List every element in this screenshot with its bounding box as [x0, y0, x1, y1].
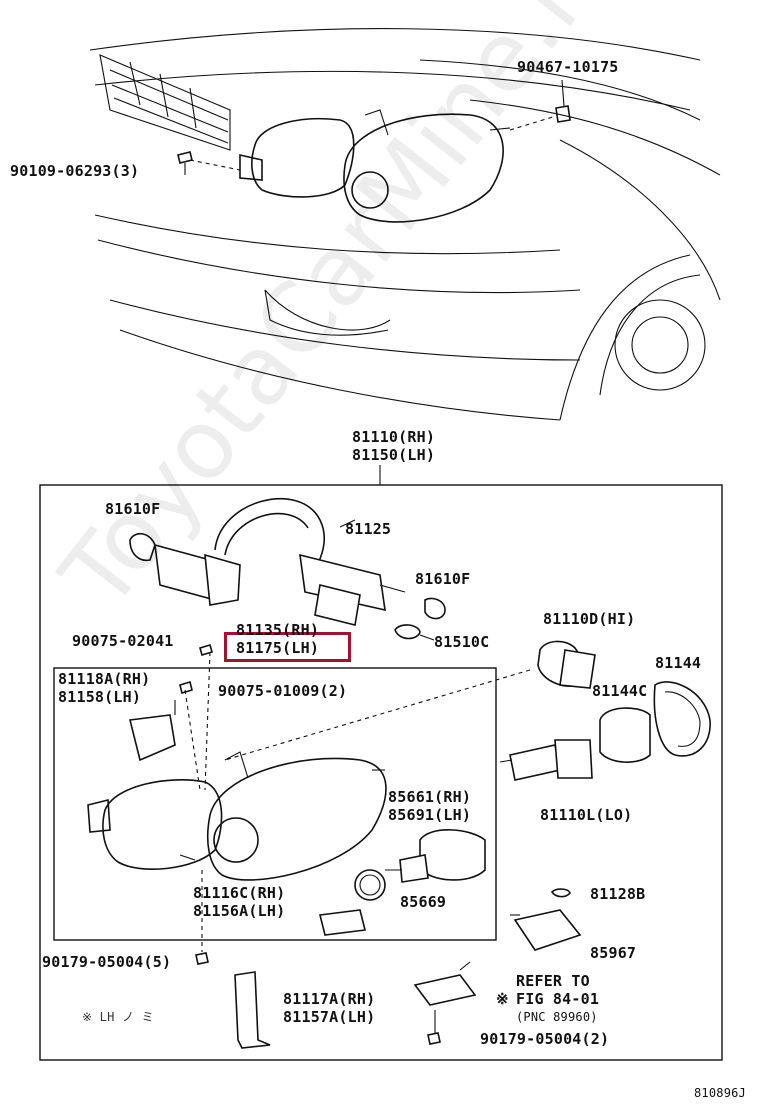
callout-motor-rh[interactable]: 85661(RH): [388, 788, 472, 806]
callout-bracket-lh[interactable]: 81158(LH): [58, 688, 142, 706]
callout-assy-rh[interactable]: 81110(RH): [352, 428, 436, 446]
callout-bracket2-rh[interactable]: 81116C(RH): [193, 884, 286, 902]
callout-screw-left[interactable]: 90109-06293(3): [10, 162, 140, 180]
refer-mark: ※: [496, 990, 509, 1008]
callout-bulb-c[interactable]: 81510C: [434, 633, 490, 651]
callout-bolt-top[interactable]: 90467-10175: [517, 58, 619, 76]
callout-ring[interactable]: 81144: [655, 654, 702, 672]
part-highlight-box: [224, 632, 351, 662]
parts-frame: [39, 484, 723, 1061]
small-parts: [179, 644, 582, 1049]
callout-hi-bulb[interactable]: 81110D(HI): [543, 610, 636, 628]
leveling-motor: [319, 829, 486, 936]
callout-screw-a[interactable]: 90075-02041: [72, 632, 174, 650]
callout-socket[interactable]: 81125: [345, 520, 392, 538]
callout-bracket-rh[interactable]: 81118A(RH): [58, 670, 151, 688]
diagram-id: 810896J: [694, 1086, 746, 1100]
callout-bracket3-lh[interactable]: 81157A(LH): [283, 1008, 376, 1026]
callout-bracket3-rh[interactable]: 81117A(RH): [283, 990, 376, 1008]
headlamp-housing: [87, 651, 387, 881]
callout-ecu[interactable]: 85967: [590, 944, 637, 962]
callout-nut-b[interactable]: 90179-05004(2): [480, 1030, 610, 1048]
callout-side-rh[interactable]: 81135(RH): [236, 621, 320, 639]
refer-line-2[interactable]: FIG 84-01: [516, 990, 600, 1008]
callout-screw-b[interactable]: 90075-01009(2): [218, 682, 348, 700]
lh-only-note: ※ LH ノ ミ: [82, 1010, 154, 1024]
hi-bulb-assembly: [224, 640, 711, 763]
car-front-sketch: [89, 28, 721, 421]
socket-harness: [129, 497, 446, 641]
refer-line-3: (PNC 89960): [516, 1010, 598, 1024]
callout-bracket2-lh[interactable]: 81156A(LH): [193, 902, 286, 920]
lo-bulb-assembly: [499, 739, 593, 781]
callout-motor-lh[interactable]: 85691(LH): [388, 806, 472, 824]
callout-nut-a[interactable]: 90179-05004(5): [42, 953, 172, 971]
callout-seal[interactable]: 85669: [400, 893, 447, 911]
callout-assy-lh[interactable]: 81150(LH): [352, 446, 436, 464]
callout-lo-bulb[interactable]: 81110L(LO): [540, 806, 633, 824]
callout-cap[interactable]: 81144C: [592, 682, 648, 700]
callout-bulb-f1[interactable]: 81610F: [105, 500, 161, 518]
refer-line-1: REFER TO: [516, 972, 590, 990]
callout-bulb-f2[interactable]: 81610F: [415, 570, 471, 588]
housing-subframe: [53, 667, 497, 941]
callout-grommet[interactable]: 81128B: [590, 885, 646, 903]
callout-side-lh[interactable]: 81175(LH): [236, 639, 320, 657]
